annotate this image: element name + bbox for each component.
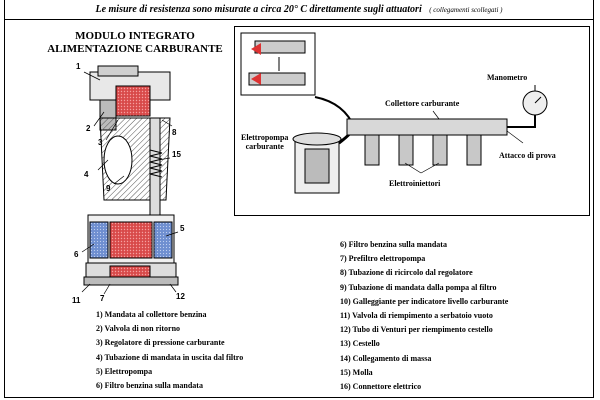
- callout-15: 15: [172, 150, 181, 159]
- legend-item: 2) Valvola di non ritorno: [96, 324, 181, 334]
- callout-8: 8: [172, 128, 177, 137]
- header-bar: Le misure di resistenza sono misurate a …: [4, 0, 594, 20]
- fuel-rail-diagram: [240, 32, 548, 194]
- legend-list-right: 6) Filtro benzina sulla mandata 7) Prefi…: [340, 238, 508, 394]
- callout-11: 11: [72, 296, 81, 305]
- legend-item: 10) Galleggiante per indicatore livello …: [340, 296, 509, 306]
- page-frame: [4, 0, 594, 398]
- label-injectors: Elettroiniettori: [389, 179, 441, 188]
- fuel-module-drawing: [81, 65, 179, 295]
- header-note: ( collegamenti scollegati ): [429, 6, 503, 14]
- legend-item: 5) Elettropompa: [96, 366, 153, 376]
- legend-item: 7) Prefiltro elettropompa: [340, 254, 426, 264]
- callout-3: 3: [98, 138, 103, 147]
- callout-7: 7: [100, 294, 105, 303]
- callout-9: 9: [106, 184, 111, 193]
- legend-item: 12) Tubo di Venturi per riempimento cest…: [340, 325, 493, 335]
- label-pump-line2: carburante: [245, 142, 284, 151]
- legend-item: 4) Tubazione di mandata in uscita dal fi…: [96, 352, 244, 362]
- callout-12: 12: [176, 292, 185, 301]
- legend-item: 8) Tubazione di ricircolo dal regolatore: [340, 268, 473, 278]
- header-text: Le misure di resistenza sono misurate a …: [4, 4, 594, 15]
- callout-4: 4: [84, 170, 89, 179]
- legend-item: 6) Filtro benzina sulla mandata: [96, 381, 203, 391]
- fuel-rail-diagram-box: Manometro Collettore carburante Elettrop…: [234, 26, 590, 216]
- legend-item: 15) Molla: [340, 367, 373, 377]
- callout-1: 1: [76, 62, 81, 71]
- legend-item: 6) Filtro benzina sulla mandata: [340, 240, 447, 249]
- label-fuel-rail: Collettore carburante: [385, 99, 460, 108]
- module-title: MODULO INTEGRATO ALIMENTAZIONE CARBURANT…: [40, 30, 230, 56]
- legend-item: 16) Connettore elettrico: [340, 382, 422, 392]
- legend-item: 3) Regolatore di pressione carburante: [96, 338, 225, 348]
- label-pump-line1: Elettropompa: [241, 133, 289, 142]
- callout-2: 2: [86, 124, 91, 133]
- module-title-line1: MODULO INTEGRATO: [75, 30, 195, 42]
- legend-item: 13) Cestello: [340, 339, 380, 349]
- header-main: Le misure di resistenza sono misurate a …: [95, 4, 422, 15]
- legend-item: 1) Mandata al collettore benzina: [96, 310, 207, 319]
- legend-item: 11) Valvola di riempimento a serbatoio v…: [340, 311, 493, 321]
- legend-item: 9) Tubazione di mandata dalla pompa al f…: [340, 282, 497, 292]
- legend-list-left: 1) Mandata al collettore benzina 2) Valv…: [96, 308, 243, 393]
- label-test-port: Attacco di prova: [499, 151, 556, 160]
- label-manometer: Manometro: [487, 73, 528, 82]
- module-title-line2: ALIMENTAZIONE CARBURANTE: [47, 43, 223, 55]
- legend-item: 14) Collegamento di massa: [340, 353, 432, 363]
- callout-6: 6: [74, 250, 79, 259]
- label-pump: Elettropompa carburante: [241, 133, 288, 151]
- callout-5: 5: [180, 224, 185, 233]
